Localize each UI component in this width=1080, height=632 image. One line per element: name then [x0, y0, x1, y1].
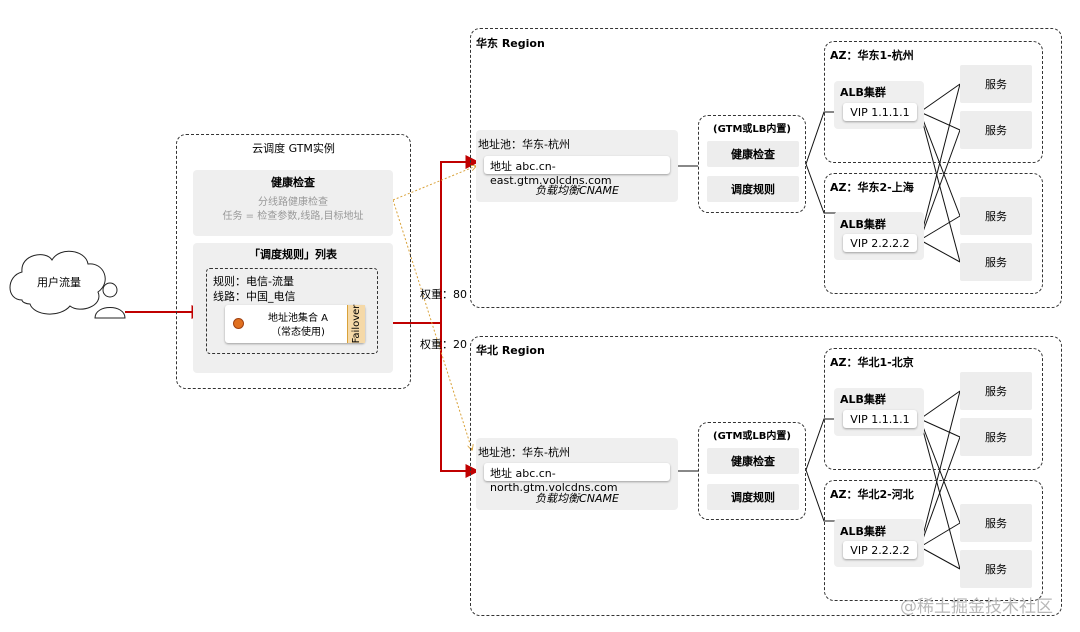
gtm-instance: [176, 134, 411, 389]
pool-set-note: （常态使用): [271, 326, 325, 338]
az-north-2-vip[interactable]: VIP 2.2.2.2: [843, 541, 917, 559]
az-north-1: [824, 348, 1043, 470]
east-health-check[interactable]: 健康检查: [707, 141, 799, 167]
north-pool-label: 地址池：华东-杭州: [478, 446, 570, 459]
az-north-2: [824, 480, 1043, 601]
north-address[interactable]: 地址 abc.cn-north.gtm.volcdns.com: [484, 463, 670, 494]
weight-north: 权重：20: [420, 338, 467, 351]
east-flow-arrow: [365, 155, 480, 324]
az-east-2-title: AZ：华东2-上海: [830, 181, 914, 194]
az-east-1-service-2[interactable]: 服务: [960, 111, 1032, 149]
cloud-icon: [9, 250, 106, 315]
az-north-2-service-2[interactable]: 服务: [960, 550, 1032, 588]
north-gtm-lb-title: (GTM或LB内置): [713, 430, 791, 442]
az-north-1-alb-label: ALB集群: [840, 393, 886, 406]
health-check-line2: 任务 = 检查参数,线路,目标地址: [222, 210, 364, 222]
region-north-title: 华北 Region: [476, 344, 545, 357]
az-east-2-alb-label: ALB集群: [840, 218, 886, 231]
pool-set-name: 地址池集合 A: [267, 312, 329, 324]
east-address[interactable]: 地址 abc.cn-east.gtm.volcdns.com: [484, 156, 670, 187]
gtm-title: 云调度 GTM实例: [252, 142, 335, 155]
failover-tab[interactable]: [347, 305, 365, 343]
east-gtm-lb-title: (GTM或LB内置): [713, 123, 791, 135]
az-north-1-title: AZ：华北1-北京: [830, 356, 914, 369]
region-east: [470, 28, 1062, 308]
az-north-1-vip[interactable]: VIP 1.1.1.1: [843, 410, 917, 428]
pool-status-dot: [233, 318, 244, 329]
az-north-1-service-2[interactable]: 服务: [960, 418, 1032, 456]
az-east-2-vip[interactable]: VIP 2.2.2.2: [843, 234, 917, 252]
east-cname: 负载均衡CNAME: [535, 184, 619, 197]
az-east-1: [824, 41, 1043, 163]
az-north-2-alb-label: ALB集群: [840, 525, 886, 538]
north-scheduling-rules[interactable]: 调度规则: [707, 484, 799, 510]
rule-name: 规则：电信-流量: [213, 275, 294, 288]
az-east-1-title: AZ：华东1-杭州: [830, 49, 914, 62]
az-east-1-service-1[interactable]: 服务: [960, 65, 1032, 103]
east-pool-label: 地址池：华东-杭州: [478, 138, 570, 151]
health-check-title: 健康检查: [271, 176, 315, 189]
az-north-2-title: AZ：华北2-河北: [830, 488, 914, 501]
north-flow-arrow: [440, 323, 480, 478]
az-east-2-service-2[interactable]: 服务: [960, 243, 1032, 281]
weight-east: 权重：80: [420, 288, 467, 301]
region-north: [470, 336, 1062, 616]
watermark: @稀土掘金技术社区: [900, 597, 1053, 617]
health-check-line1: 分线路健康检查: [258, 196, 328, 208]
east-scheduling-rules[interactable]: 调度规则: [707, 176, 799, 202]
north-cname: 负载均衡CNAME: [535, 492, 619, 505]
az-north-1-service-1[interactable]: 服务: [960, 372, 1032, 410]
az-east-1-alb-label: ALB集群: [840, 86, 886, 99]
north-health-check[interactable]: 健康检查: [707, 448, 799, 474]
address-pool-set-a[interactable]: [225, 305, 365, 343]
east-health-probe: [392, 166, 476, 201]
az-east-2: [824, 173, 1043, 294]
region-east-title: 华东 Region: [476, 37, 545, 50]
north-gtm-lb: [698, 422, 806, 520]
az-east-1-vip[interactable]: VIP 1.1.1.1: [843, 103, 917, 121]
az-east-2-service-1[interactable]: 服务: [960, 197, 1032, 235]
rule-line: 线路：中国_电信: [213, 290, 296, 303]
rule-item: [206, 268, 378, 354]
failover-label: Failover: [350, 304, 362, 344]
user-traffic-label: 用户流量: [37, 276, 81, 289]
health-check-panel: [193, 170, 393, 236]
user-icon: [94, 282, 126, 319]
east-gtm-lb: [698, 115, 806, 213]
az-north-2-service-1[interactable]: 服务: [960, 504, 1032, 542]
rules-title: 「调度规则」列表: [249, 248, 337, 261]
